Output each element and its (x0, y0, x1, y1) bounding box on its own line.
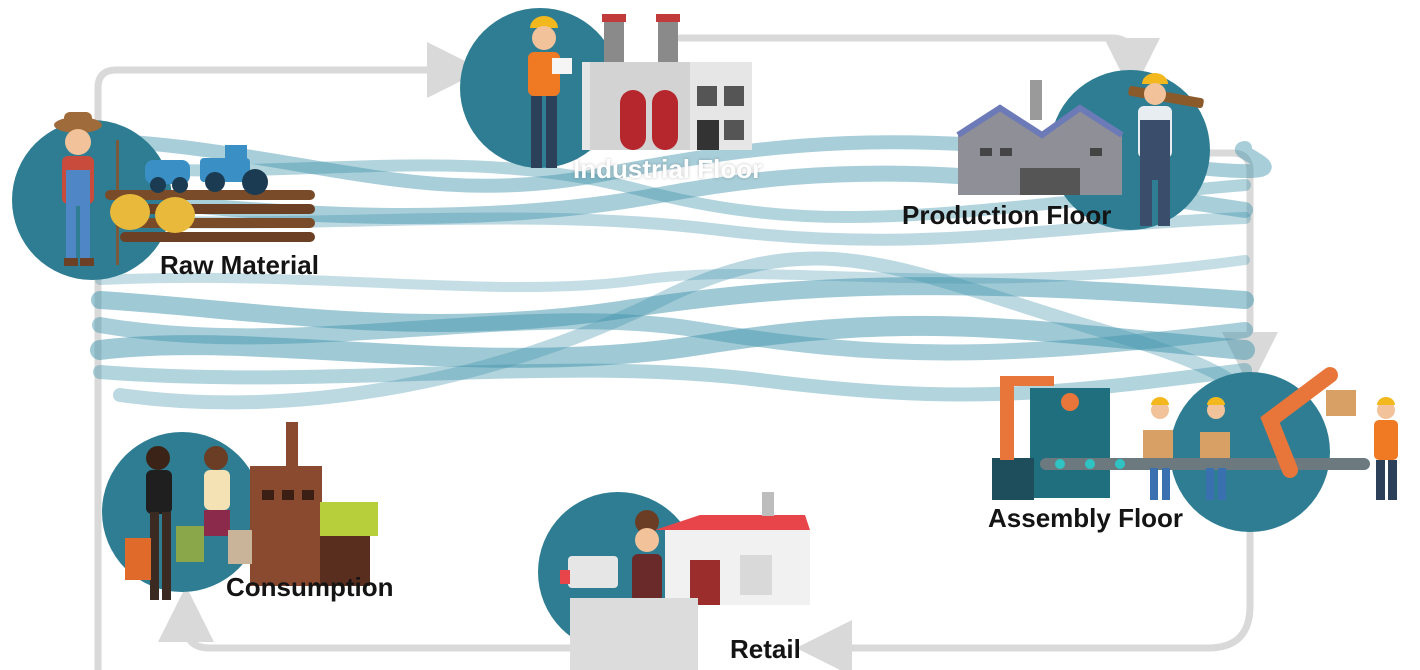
assembly-line-icon (992, 367, 1370, 500)
shoppers-icon (125, 446, 252, 600)
label-production-floor: Production Floor (902, 200, 1112, 230)
label-raw-material: Raw Material (160, 250, 319, 280)
warehouse-icon (956, 80, 1124, 195)
engineer-icon (528, 16, 572, 168)
tractor-icon (145, 145, 268, 195)
arrow-raw-to-industrial (94, 42, 483, 124)
cycle-arrows (94, 34, 1278, 670)
stage-raw-material (12, 112, 315, 280)
label-retail: Retail (730, 634, 801, 664)
arrow-industrial-to-production (676, 34, 1160, 94)
stage-production-floor (956, 70, 1210, 230)
stage-retail (538, 492, 810, 670)
stage-assembly-floor (992, 367, 1398, 532)
label-industrial-floor: Industrial Floor (573, 154, 763, 184)
arrow-retail-to-consumption (158, 586, 574, 652)
label-consumption: Consumption (226, 572, 394, 602)
worker-icon (1128, 73, 1204, 226)
factory-icon (582, 14, 752, 150)
arrow-assembly-to-retail (796, 526, 1254, 670)
store-icon (655, 492, 810, 605)
assembly-workers-icon (1150, 397, 1398, 500)
building-icon (250, 422, 378, 586)
stage-industrial-floor (460, 8, 752, 168)
cashier-icon (632, 510, 662, 602)
stage-consumption (102, 422, 378, 600)
arrow-production-to-assembly (1206, 149, 1278, 388)
cash-register-icon (560, 556, 698, 670)
label-assembly-floor: Assembly Floor (988, 503, 1184, 533)
